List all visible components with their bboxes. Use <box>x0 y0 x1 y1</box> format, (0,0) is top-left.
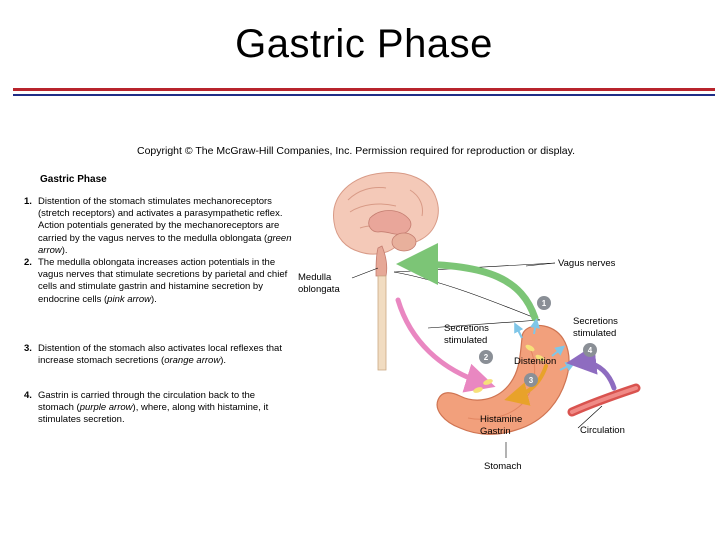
secretion-mark <box>530 318 540 335</box>
step-emphasis: pink arrow <box>107 293 151 305</box>
step-2: 2 The medulla oblongata increases action… <box>24 257 292 306</box>
step-number: 4 <box>24 390 32 402</box>
badge-2: 2 <box>479 350 493 364</box>
label-secretions-right: Secretions <box>573 316 618 327</box>
panel-heading: Gastric Phase <box>40 174 107 185</box>
medulla-leader <box>351 267 379 279</box>
label-stimulated-right: stimulated <box>573 328 616 339</box>
brain <box>333 171 439 277</box>
label-histamine: Histamine <box>480 414 522 425</box>
badge-4: 4 <box>583 343 597 357</box>
svg-text:2: 2 <box>484 353 489 362</box>
step-text: Distention of the stomach stimulates mec… <box>38 196 292 256</box>
title-rule-blue <box>13 94 715 96</box>
slide-title: Gastric Phase <box>235 22 493 66</box>
spinal-cord <box>377 275 387 371</box>
label-stomach: Stomach <box>484 461 522 472</box>
orange-arrow <box>504 364 548 406</box>
step-text: The medulla oblongata increases action p… <box>38 257 288 305</box>
vagus-nerve-line <box>393 271 541 321</box>
step-number: 2 <box>24 257 32 269</box>
secretion-mark <box>551 345 566 357</box>
blood-vessel <box>567 383 641 417</box>
title-rule-red <box>13 88 715 91</box>
svg-text:3: 3 <box>529 376 534 385</box>
gastric-phase-diagram: 1 2 3 4 Medulla oblongata Vagus nerves S… <box>298 171 641 472</box>
circulation-leader <box>577 405 603 429</box>
label-stimulated-left: stimulated <box>444 335 487 346</box>
step-number: 3 <box>24 343 32 355</box>
step-text: Gastrin is carried through the circulati… <box>38 390 269 426</box>
step-emphasis: purple arrow <box>79 402 133 414</box>
label-oblongata: oblongata <box>298 284 340 295</box>
step-number: 1 <box>24 196 32 208</box>
pink-arrow <box>395 297 496 393</box>
copyright-notice: Copyright © The McGraw-Hill Companies, I… <box>137 145 576 157</box>
step-emphasis: green arrow <box>38 232 292 256</box>
badge-3: 3 <box>524 373 538 387</box>
step-text: Distention of the stomach also activates… <box>38 343 282 367</box>
stomach <box>436 324 570 435</box>
step-4: 4 Gastrin is carried through the circula… <box>24 390 292 427</box>
label-circulation: Circulation <box>580 425 625 436</box>
purple-arrow <box>566 344 617 391</box>
green-arrow <box>396 243 539 322</box>
svg-text:1: 1 <box>542 299 547 308</box>
label-distention: Distention <box>514 356 556 367</box>
secretion-mark <box>514 322 524 339</box>
label-gastrin: Gastrin <box>480 426 511 437</box>
label-vagus-nerves: Vagus nerves <box>558 258 616 269</box>
label-secretions-left: Secretions <box>444 323 489 334</box>
secretions-leader <box>427 319 541 329</box>
vagus-leader <box>525 262 556 267</box>
label-medulla: Medulla <box>298 272 332 283</box>
step-1: 1 Distention of the stomach stimulates m… <box>24 196 292 257</box>
badge-1: 1 <box>537 296 551 310</box>
step-3: 3 Distention of the stomach also activat… <box>24 343 292 367</box>
step-emphasis: orange arrow <box>164 355 221 367</box>
svg-text:4: 4 <box>588 346 593 355</box>
